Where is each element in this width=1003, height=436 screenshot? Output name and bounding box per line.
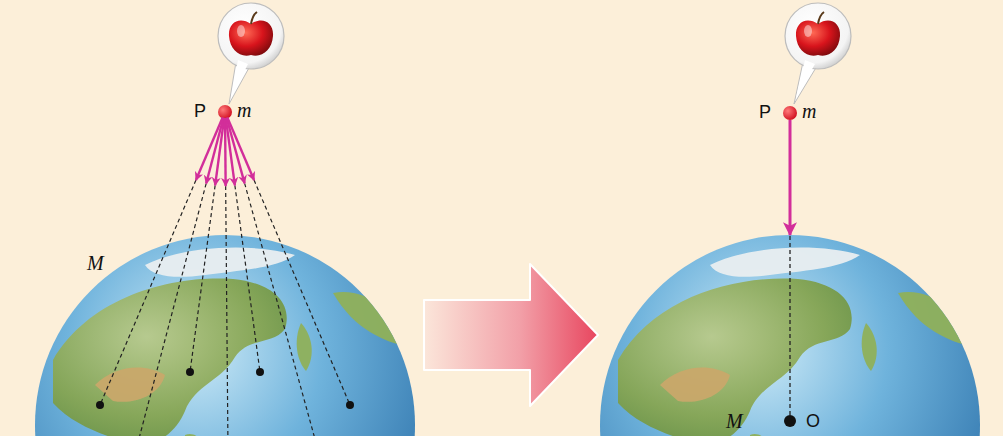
dashed-line	[136, 184, 206, 436]
landmass	[185, 434, 202, 436]
bubble-tail-fill	[796, 60, 815, 98]
mass-label: M	[726, 411, 743, 431]
partial-force	[227, 118, 354, 409]
force-arrow	[215, 118, 224, 185]
point-label: P	[759, 103, 771, 121]
mass-dot	[783, 106, 797, 120]
apple	[796, 20, 840, 55]
landmass	[750, 434, 767, 436]
landmass	[145, 248, 295, 277]
landmass	[660, 368, 730, 402]
mass-label: m	[802, 101, 816, 121]
center-label: O	[806, 412, 820, 430]
dashed-line	[254, 180, 350, 405]
partial-force	[225, 118, 228, 436]
apple	[229, 20, 273, 55]
point-shape	[783, 106, 797, 120]
partial-force	[186, 118, 224, 376]
apple-highlight	[804, 25, 812, 37]
mass-element	[256, 368, 264, 376]
ocean	[35, 235, 415, 436]
globe-shape	[600, 235, 980, 436]
force-arrow	[226, 118, 235, 185]
dashed-line	[100, 180, 196, 405]
point-label: P	[194, 102, 206, 120]
apple-bubble	[785, 3, 851, 104]
force-arrow	[206, 118, 223, 184]
dashed-line	[190, 185, 215, 372]
point-shape	[218, 105, 232, 119]
mass-dot	[218, 105, 232, 119]
bubble	[218, 3, 284, 69]
bubble-tail-fill	[231, 60, 248, 98]
dashed-line	[235, 185, 260, 372]
mass-element	[186, 368, 194, 376]
transition-arrow	[424, 264, 598, 406]
mass-label: m	[237, 100, 251, 120]
gravity-arrow	[789, 120, 792, 235]
dashed-line	[226, 186, 228, 436]
bubble	[785, 3, 851, 69]
landmass	[862, 323, 877, 371]
partial-force	[136, 118, 223, 436]
landmass	[297, 323, 312, 371]
force-arrow	[224, 118, 227, 186]
apple-highlight	[237, 25, 245, 37]
force-arrow	[227, 118, 254, 181]
earth-globe: M	[35, 235, 415, 436]
center-line	[789, 236, 790, 418]
force-arrow	[196, 118, 223, 181]
apple-bubble	[218, 3, 284, 104]
mass-point: Pm	[218, 105, 232, 119]
mass-element	[346, 401, 354, 409]
mass-point: Pm	[783, 106, 797, 120]
partial-force	[227, 118, 318, 436]
continents	[618, 248, 972, 436]
landmass	[95, 368, 165, 402]
mass-element	[96, 401, 104, 409]
ocean	[600, 235, 980, 436]
partial-force	[226, 118, 264, 376]
landmass	[710, 248, 860, 277]
apple-stem	[818, 12, 824, 24]
center-point	[784, 415, 796, 427]
partial-forces	[96, 118, 354, 436]
landmass	[53, 279, 287, 436]
landmass	[333, 292, 407, 347]
partial-force	[96, 118, 223, 409]
mass-label: M	[87, 253, 104, 273]
landmass	[898, 292, 972, 347]
dashed-line	[245, 183, 318, 436]
earth-globe: MO	[600, 235, 980, 436]
landmass	[618, 279, 852, 436]
continents	[53, 248, 407, 436]
apple-stem	[251, 12, 257, 24]
force-arrow	[227, 118, 245, 184]
